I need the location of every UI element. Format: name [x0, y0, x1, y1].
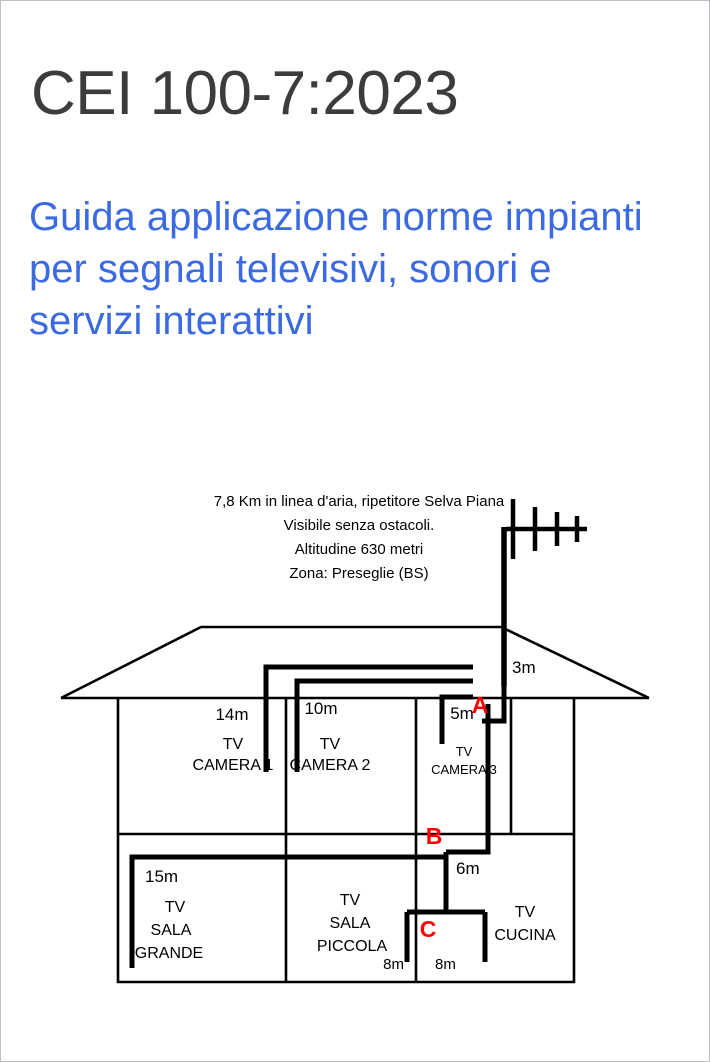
note-line-1: 7,8 Km in linea d'aria, ripetitore Selva… — [214, 493, 505, 510]
label-camera-3-line2: CAMERA 3 — [431, 762, 497, 777]
length-camera-2: 10m — [304, 699, 337, 718]
node-a-label: A — [472, 692, 489, 718]
length-sala-piccola: 8m — [383, 956, 404, 973]
riser-cable-a-to-b — [446, 704, 491, 855]
roof-outline — [60, 625, 650, 700]
installation-diagram: 7,8 Km in linea d'aria, ripetitore Selva… — [1, 471, 709, 1011]
label-sala-piccola-line3: PICCOLA — [317, 938, 388, 955]
length-sala-grande: 15m — [145, 867, 178, 886]
length-camera-3: 5m — [450, 704, 474, 723]
cable-camera-1 — [263, 664, 473, 772]
length-cucina: 8m — [435, 956, 456, 973]
page-title: CEI 100-7:2023 — [31, 59, 459, 128]
label-camera-1-line1: TV — [223, 736, 244, 753]
page-subtitle: Guida applicazione norme impianti per se… — [29, 195, 643, 343]
node-b-label: B — [426, 823, 443, 849]
house-outer-wall — [116, 698, 576, 984]
label-camera-3-line1: TV — [456, 744, 473, 759]
cable-sala-grande — [129, 854, 446, 968]
label-sala-grande-line3: GRANDE — [135, 945, 203, 962]
cable-camera-3 — [439, 694, 473, 744]
label-sala-piccola-line1: TV — [340, 892, 361, 909]
note-line-3: Altitudine 630 metri — [295, 541, 423, 558]
antenna-drop-length: 3m — [512, 658, 536, 677]
label-camera-2-line2: CAMERA 2 — [290, 757, 371, 774]
cable-camera-2 — [294, 678, 473, 772]
label-cucina-line2: CUCINA — [494, 927, 556, 944]
label-camera-1-line2: CAMERA 1 — [193, 757, 274, 774]
note-line-2: Visibile senza ostacoli. — [284, 517, 435, 534]
yagi-antenna-icon — [506, 499, 587, 559]
label-camera-2-line1: TV — [320, 736, 341, 753]
label-sala-piccola-line2: SALA — [330, 915, 371, 932]
label-cucina-line1: TV — [515, 904, 536, 921]
note-line-4: Zona: Preseglie (BS) — [289, 565, 428, 582]
riser-length-label: 6m — [456, 859, 480, 878]
label-sala-grande-line2: SALA — [151, 922, 192, 939]
length-camera-1: 14m — [215, 705, 248, 724]
label-sala-grande-line1: TV — [165, 899, 186, 916]
node-c-label: C — [420, 916, 437, 942]
